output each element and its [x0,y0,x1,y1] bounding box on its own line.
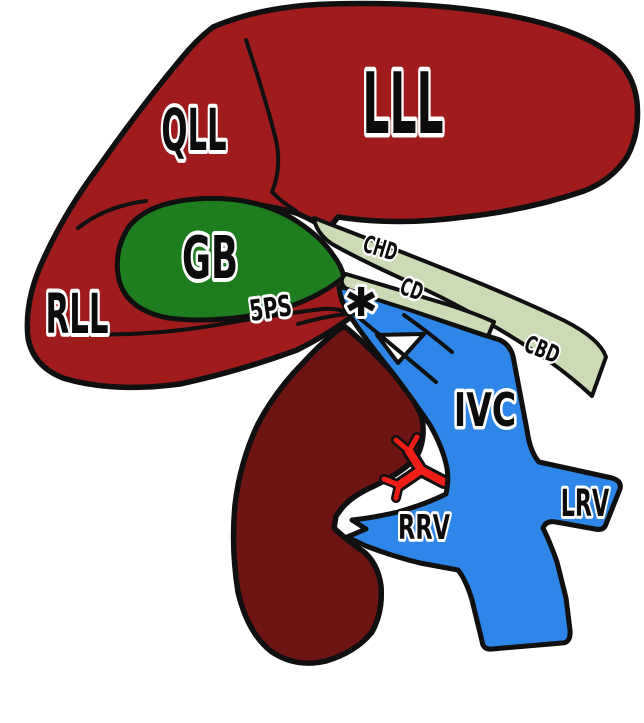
renal-artery-main [395,447,448,489]
label-lll: LLL [362,55,443,154]
vena-cava-shape [336,284,623,652]
label-ivc: IVC [454,385,516,438]
kidney-shape [230,323,426,666]
liver-crease-short [296,312,348,326]
asterisk-marker: ✱ [344,280,378,326]
bile-duct-cd-shape [339,272,496,338]
label-rll: RLL [46,282,109,346]
label-lrv: LRV [561,483,610,525]
label-rrv: RRV [398,507,450,547]
gallbladder-shape [114,195,347,323]
label-gb: GB [182,225,238,293]
renal-artery-branches [381,434,420,501]
hepatic-branch-line-1 [350,310,438,384]
liver-crease-long [68,306,348,337]
liver-fissure-qll-lll [244,38,281,194]
hepatic-branch-line-2 [402,313,454,354]
label-5ps: 5PS [247,288,294,327]
liver-fissure-rll [76,199,148,230]
label-qll: QLL [161,96,226,163]
liver-fissure-hilum [270,190,298,213]
